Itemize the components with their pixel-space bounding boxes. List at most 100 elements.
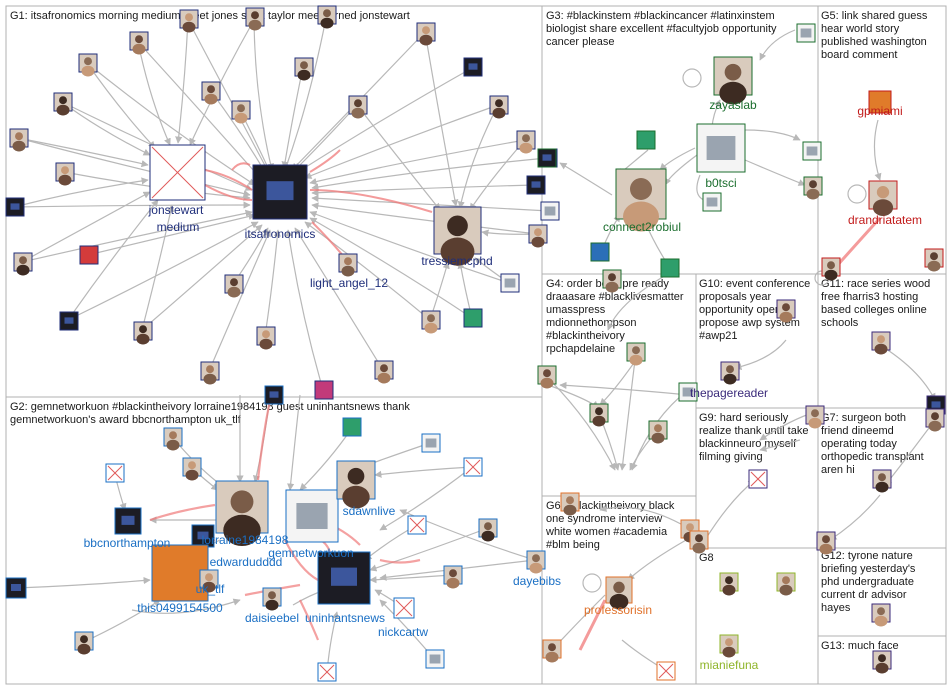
lorraine1984198-node[interactable] xyxy=(215,480,269,547)
g13-node-a[interactable] xyxy=(872,650,892,674)
g3-node-g[interactable] xyxy=(590,242,610,262)
g1-node-j[interactable] xyxy=(13,252,33,276)
label-connect2robiul[interactable]: connect2robiul xyxy=(603,220,681,234)
g1-node-m[interactable] xyxy=(133,321,153,345)
label-bbcnorthampton[interactable]: bbcnorthampton xyxy=(84,536,171,550)
g2-node-k[interactable] xyxy=(74,631,94,655)
professorisin-node[interactable] xyxy=(605,576,633,610)
g1-node-x[interactable] xyxy=(526,175,546,195)
g1-node-p[interactable] xyxy=(224,274,244,298)
g1-node-v[interactable] xyxy=(528,224,548,248)
g12-node-b[interactable] xyxy=(871,603,891,627)
label-gpmiami[interactable]: gpmiami xyxy=(857,104,902,118)
zayaslab-node[interactable] xyxy=(713,56,753,105)
g2-node-d[interactable] xyxy=(342,417,362,437)
g5-node-b[interactable] xyxy=(821,257,841,281)
label-sdawnlive[interactable]: sdawnlive xyxy=(343,504,396,518)
g3-node-f[interactable] xyxy=(537,148,557,168)
g2-node-l[interactable] xyxy=(317,662,337,682)
g2-node-m[interactable] xyxy=(425,649,445,669)
g1-node-i[interactable] xyxy=(5,197,25,217)
g2-node-e[interactable] xyxy=(421,433,441,453)
g1-node-ae[interactable] xyxy=(294,57,314,81)
g8-node-a[interactable] xyxy=(719,572,739,596)
label-daisieebel[interactable]: daisieebel xyxy=(245,611,299,625)
itsafronomics-node[interactable] xyxy=(252,164,308,220)
label-itsafronomics[interactable]: itsafronomics xyxy=(245,227,316,241)
nickcartw-node[interactable] xyxy=(393,597,415,619)
g9-node-a[interactable] xyxy=(805,405,825,429)
label-edwardudddd[interactable]: edwardudddd xyxy=(210,555,283,569)
g3-node-h[interactable] xyxy=(660,258,680,278)
g2-node-i[interactable] xyxy=(443,565,463,589)
g1-node-ab[interactable] xyxy=(463,57,483,77)
g1-node-g[interactable] xyxy=(9,128,29,152)
g1-node-af[interactable] xyxy=(201,81,221,105)
label-b0tsci[interactable]: b0tsci xyxy=(705,176,736,190)
g1-node-h[interactable] xyxy=(55,162,75,186)
g1-node-z[interactable] xyxy=(516,130,536,154)
g1-node-u[interactable] xyxy=(500,273,520,293)
label-nickcartw[interactable]: nickcartw xyxy=(378,625,428,639)
jonstewart-node[interactable] xyxy=(149,144,206,201)
g1-node-a[interactable] xyxy=(179,9,199,33)
g1-node-ag[interactable] xyxy=(231,100,251,124)
g1-node-f[interactable] xyxy=(53,92,73,116)
g6-node-e[interactable] xyxy=(656,661,676,681)
g4-node-c[interactable] xyxy=(589,403,609,427)
g1-node-t[interactable] xyxy=(463,308,483,328)
drandriatatem-node[interactable] xyxy=(868,180,898,217)
g6-node-a[interactable] xyxy=(560,492,580,516)
g2-node-n[interactable] xyxy=(264,385,284,405)
g1-node-w[interactable] xyxy=(540,201,560,221)
g1-node-o[interactable] xyxy=(256,326,276,350)
g7-node-a[interactable] xyxy=(925,408,945,432)
label-medium[interactable]: medium xyxy=(157,220,200,234)
g1-node-ac[interactable] xyxy=(416,22,436,46)
label-dayebibs[interactable]: dayebibs xyxy=(513,574,561,588)
label-professorisin[interactable]: professorisin xyxy=(584,603,652,617)
g5-node-a[interactable] xyxy=(924,248,944,272)
g1-node-aa[interactable] xyxy=(489,95,509,119)
g4-node-d[interactable] xyxy=(648,420,668,444)
g6-node-d[interactable] xyxy=(542,639,562,663)
g2-node-a[interactable] xyxy=(105,463,125,483)
thepagereader-node[interactable] xyxy=(720,361,740,385)
g2-node-j[interactable] xyxy=(5,577,27,599)
label-gemnetworkuon[interactable]: gemnetworkuon xyxy=(268,546,353,560)
bbcnorthampton-node[interactable] xyxy=(114,507,142,535)
g1-node-l[interactable] xyxy=(59,311,79,331)
g4-node-f[interactable] xyxy=(602,269,622,293)
g2-node-f[interactable] xyxy=(463,457,483,477)
label-this0499154500[interactable]: this0499154500 xyxy=(137,601,223,615)
g12-node-a[interactable] xyxy=(816,531,836,555)
g3-node-a[interactable] xyxy=(636,130,656,150)
g1-node-e[interactable] xyxy=(78,53,98,77)
b0tsci-node[interactable] xyxy=(696,123,746,173)
g9-node-b[interactable] xyxy=(748,469,768,489)
dayebibs-node[interactable] xyxy=(526,550,546,574)
g8-node-b[interactable] xyxy=(776,572,796,596)
gpmiami-node[interactable] xyxy=(868,90,892,114)
tressiemcphd-node[interactable] xyxy=(433,206,482,266)
label-zayaslab[interactable]: zayaslab xyxy=(709,98,757,112)
label-thepagereader[interactable]: thepagereader xyxy=(690,386,768,400)
label-lorraine1984198[interactable]: lorraine1984198 xyxy=(202,533,289,547)
g3-node-b[interactable] xyxy=(796,23,816,43)
g11-node-b[interactable] xyxy=(871,331,891,355)
g2-node-h[interactable] xyxy=(478,518,498,542)
g3-node-c[interactable] xyxy=(802,141,822,161)
g7-node-b[interactable] xyxy=(872,469,892,493)
g1-node-r[interactable] xyxy=(374,360,394,384)
g1-node-ad[interactable] xyxy=(348,95,368,119)
g4-node-b[interactable] xyxy=(626,342,646,366)
g2-node-b[interactable] xyxy=(163,427,183,451)
gemnetworkuon-node[interactable] xyxy=(285,489,339,543)
g2-node-g[interactable] xyxy=(407,515,427,535)
daisieebel-node[interactable] xyxy=(262,587,282,611)
g1-node-b[interactable] xyxy=(245,7,265,31)
label-light-angel-12[interactable]: light_angel_12 xyxy=(310,276,388,290)
sdawnlive-node[interactable] xyxy=(336,460,376,509)
mianiefuna-node[interactable] xyxy=(719,634,739,658)
g1-node-c[interactable] xyxy=(317,5,337,29)
